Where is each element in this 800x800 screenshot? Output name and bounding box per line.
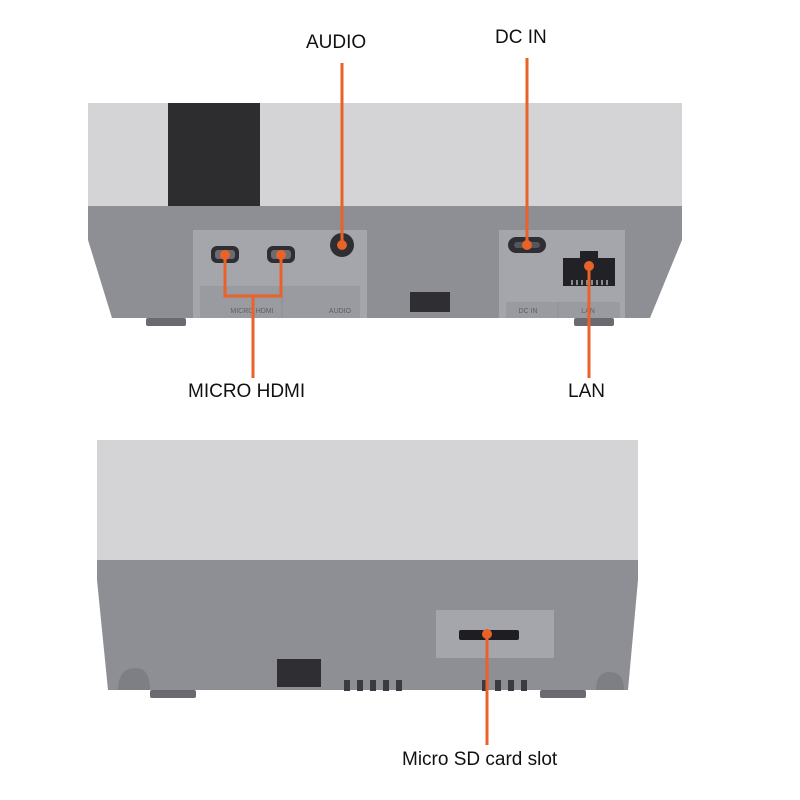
vent-group-right xyxy=(482,680,527,691)
side-top-shell xyxy=(97,440,638,560)
cartridge-slot xyxy=(168,103,260,206)
right-panel-label-strip xyxy=(506,302,620,318)
foot-left xyxy=(146,318,186,326)
callout-lines-bottom xyxy=(482,629,492,745)
sd-slot-dot xyxy=(482,629,492,639)
callout-sd-slot: Micro SD card slot xyxy=(402,749,558,770)
callout-audio: AUDIO xyxy=(306,32,367,53)
audio-dot xyxy=(337,240,347,250)
side-foot-right xyxy=(540,690,586,698)
center-tab xyxy=(410,292,450,312)
callout-micro-hdmi: MICRO HDMI xyxy=(188,381,306,402)
console-side-view xyxy=(97,440,638,698)
dc-in-dot xyxy=(522,240,532,250)
vent-group-left xyxy=(344,680,402,691)
side-black-tab xyxy=(277,659,321,687)
console-back-view: MICRO HDMI AUDIO DC IN LAN xyxy=(88,103,682,326)
foot-right xyxy=(574,318,614,326)
micro-hdmi-dot-1 xyxy=(220,250,230,260)
side-foot-left xyxy=(150,690,196,698)
micro-hdmi-dot-2 xyxy=(276,250,286,260)
panel-label-dc-in: DC IN xyxy=(518,308,537,315)
side-lower-shell xyxy=(97,560,638,690)
lan-dot xyxy=(584,261,594,271)
callout-dc-in: DC IN xyxy=(495,27,547,48)
panel-label-audio: AUDIO xyxy=(329,308,352,315)
callout-dots-top xyxy=(220,240,594,271)
left-panel-label-strip xyxy=(200,286,360,318)
callout-lines-top xyxy=(223,58,591,378)
callout-lan: LAN xyxy=(568,381,605,402)
